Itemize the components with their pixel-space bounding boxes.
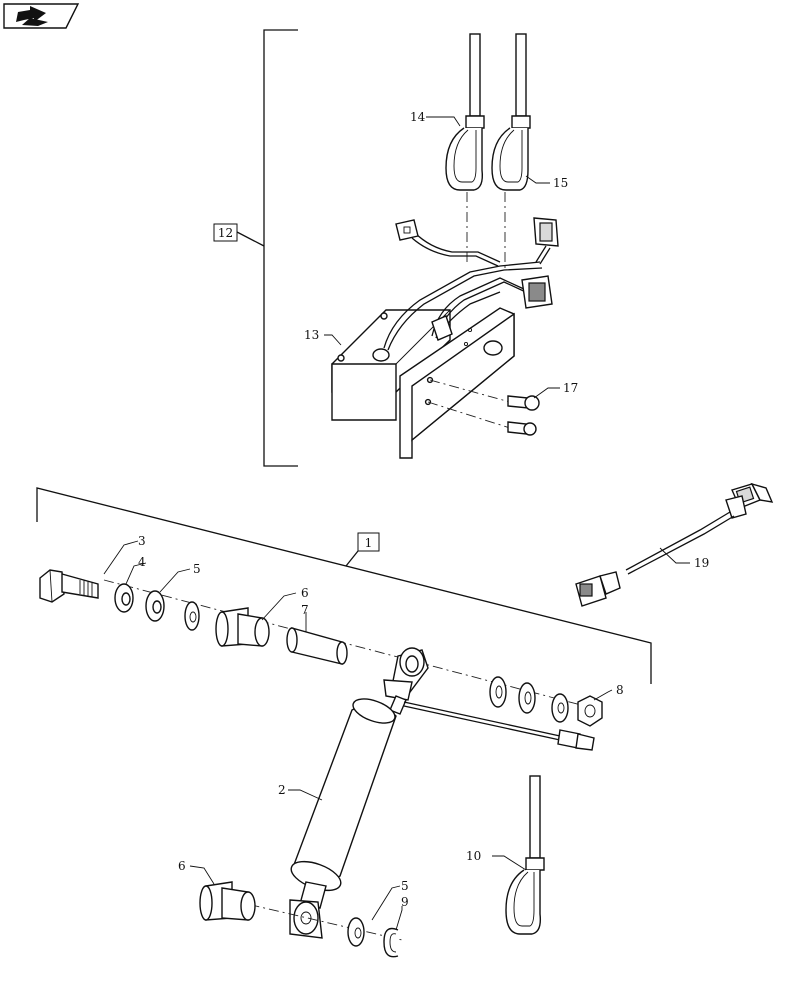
actuator-2 xyxy=(289,647,595,939)
bushing-6-bottom xyxy=(199,881,256,921)
callout-3: 3 xyxy=(138,534,146,548)
switch-assembly-13 xyxy=(331,217,559,459)
callout-15: 15 xyxy=(553,176,568,190)
washers-right xyxy=(489,676,569,723)
assembly-12-bracket: 12 xyxy=(213,29,298,467)
assembly-1-bracket: 1 xyxy=(36,487,652,684)
callout-19: 19 xyxy=(694,556,709,570)
callout-9: 9 xyxy=(401,895,409,909)
callout-8: 8 xyxy=(616,683,624,697)
washer-ghost xyxy=(184,601,200,631)
nut-8 xyxy=(577,695,603,727)
cable-tie-14 xyxy=(445,33,485,191)
bolt-3 xyxy=(39,569,99,603)
callout-6-bottom: 6 xyxy=(178,859,186,873)
callout-10: 10 xyxy=(466,849,481,863)
callout-5-bottom: 5 xyxy=(401,879,409,893)
bushing-6 xyxy=(215,607,270,647)
sleeve-7 xyxy=(286,627,348,665)
callout-2: 2 xyxy=(278,783,286,797)
callout-17: 17 xyxy=(563,381,578,395)
callout-4: 4 xyxy=(138,555,146,569)
callout-13: 13 xyxy=(304,328,319,342)
callout-5-top: 5 xyxy=(193,562,201,576)
cable-tie-15 xyxy=(491,33,531,191)
forward-arrow-icon[interactable] xyxy=(3,3,80,29)
callout-7: 7 xyxy=(301,603,309,617)
washer-5 xyxy=(145,590,165,622)
washer-4 xyxy=(114,583,134,613)
washer-5-bottom xyxy=(347,917,365,947)
callout-14: 14 xyxy=(410,110,426,124)
harness-19 xyxy=(575,482,774,607)
cable-tie-10 xyxy=(505,775,545,935)
clip-9 xyxy=(383,927,399,958)
label-12: 12 xyxy=(218,226,233,240)
callout-6-top: 6 xyxy=(301,586,309,600)
leader-lines xyxy=(103,116,690,931)
callout-labels: 14 15 13 17 19 3 4 5 6 7 8 2 10 6 5 9 xyxy=(138,110,709,909)
screw-17 xyxy=(427,379,540,436)
label-1: 1 xyxy=(365,536,373,550)
